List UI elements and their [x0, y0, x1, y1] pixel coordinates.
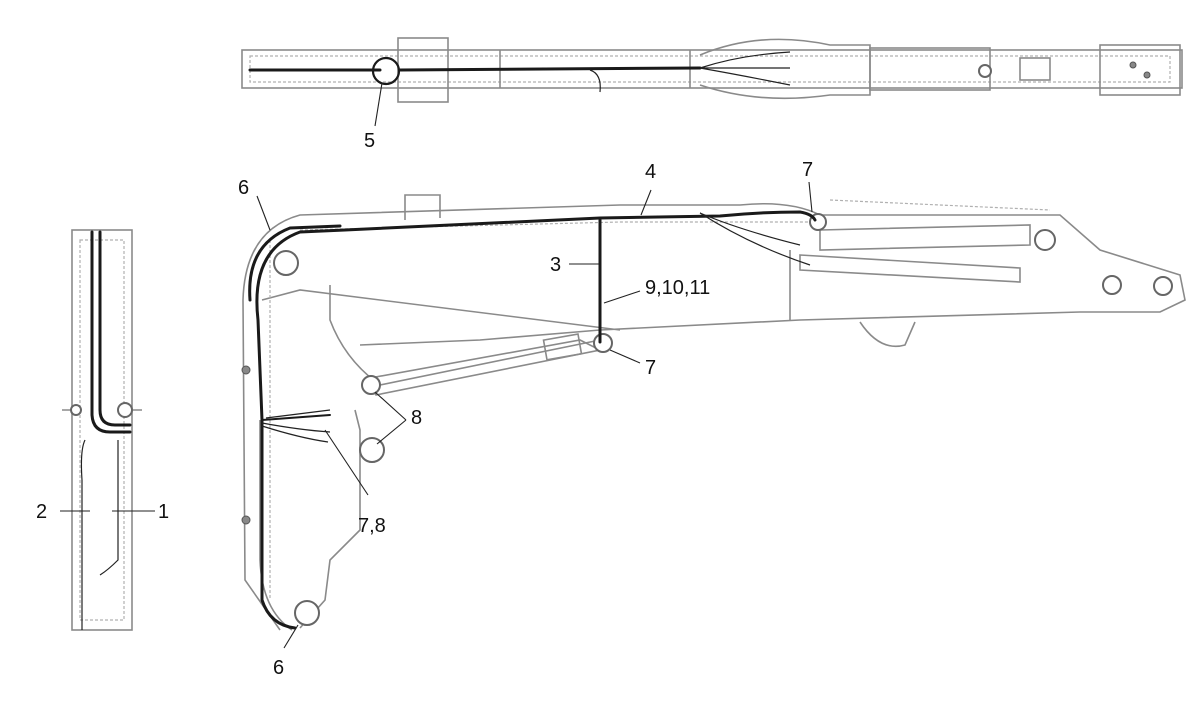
top-view	[241, 37, 1183, 103]
callout-8: 8	[411, 407, 423, 429]
callout-4: 4	[645, 161, 657, 183]
leader-lines	[60, 82, 813, 649]
callout-1: 1	[158, 501, 170, 523]
callout-3: 3	[550, 254, 562, 276]
callout-7-mid: 7	[645, 357, 657, 379]
callout-5: 5	[364, 130, 376, 152]
callout-7-8: 7,8	[358, 515, 386, 537]
callout-6-top: 6	[238, 177, 250, 199]
callout-9-10-11: 9,10,11	[645, 277, 711, 299]
callout-7-top: 7	[802, 159, 814, 181]
front-view	[62, 229, 142, 631]
callout-2: 2	[36, 501, 48, 523]
callout-6-bottom: 6	[273, 657, 285, 679]
side-view	[241, 194, 1186, 631]
